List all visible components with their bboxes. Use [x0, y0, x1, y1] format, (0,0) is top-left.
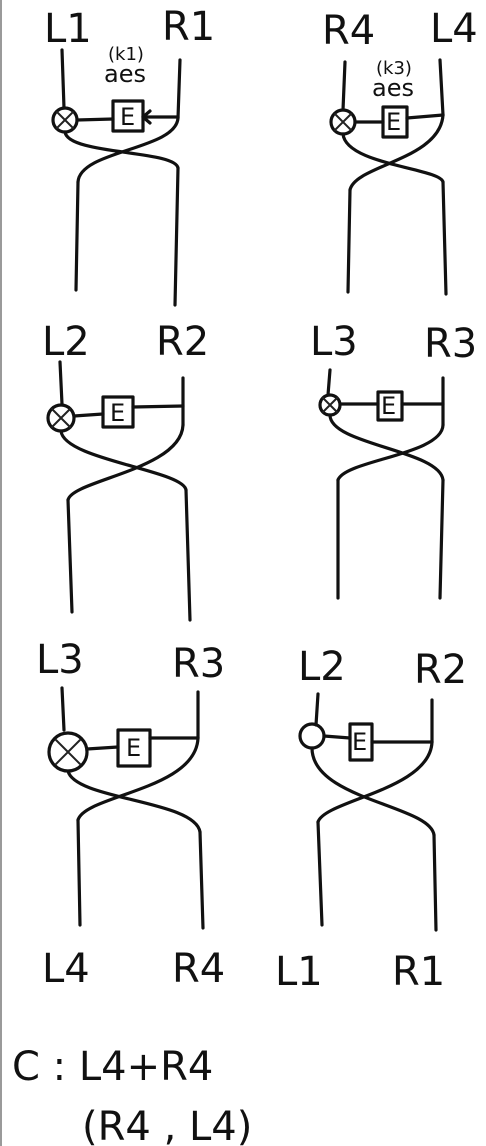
panel-4-left-label: L3 — [310, 319, 358, 365]
panel-2-e-label: E — [386, 108, 401, 136]
panel-2-right-label: L4 — [430, 6, 478, 52]
panel-6: L2 R2 E L1 R1 — [275, 644, 467, 995]
panel-5: L3 R3 E L4 R4 — [36, 637, 225, 992]
panel-5-bottom-right-label: R4 — [172, 946, 225, 992]
panel-1-left-label: L1 — [44, 6, 92, 52]
panel-6-bottom-right-label: R1 — [392, 949, 445, 995]
panel-2-key-label: (k3) — [376, 58, 412, 79]
panel-3-e-label: E — [110, 399, 125, 427]
panel-1-right-wire — [176, 58, 182, 120]
panel-5-right-label: R3 — [172, 641, 225, 687]
panel-5-left-label: L3 — [36, 637, 84, 683]
left-edge-line — [0, 0, 2, 1146]
panel-1-key-label: (k1) — [108, 44, 144, 65]
panel-1-xor-cross — [56, 111, 74, 129]
panel-3-e-box — [101, 395, 135, 429]
ciphertext-pair: (R4 , L4) — [82, 1104, 252, 1146]
panel-6-xor-icon — [298, 722, 326, 750]
panel-5-e-box — [116, 728, 152, 768]
panel-2-func-label: aes — [372, 74, 414, 102]
panel-4-e-box — [376, 390, 404, 422]
panel-2: R4 L4 (k3) aes E — [322, 6, 478, 296]
panel-1-e-label: E — [120, 103, 135, 131]
panel-6-right-label: R2 — [414, 647, 467, 693]
panel-6-bottom-left-label: L1 — [275, 949, 323, 995]
panel-1-arrow — [141, 109, 180, 125]
panel-1-cross-b — [76, 116, 180, 184]
panel-4: L3 R3 E — [310, 319, 477, 600]
panel-4-e-label: E — [381, 392, 396, 420]
panel-6-e-label: E — [352, 728, 367, 756]
panel-5-e-label: E — [126, 734, 141, 762]
panel-2-e-box — [381, 105, 409, 139]
panel-2-left-label: R4 — [322, 8, 375, 54]
ciphertext-note: C : L4+R4 — [12, 1044, 213, 1090]
panel-6-left-label: L2 — [298, 644, 346, 690]
panel-1: L1 R1 (k1) aes E — [44, 4, 215, 307]
panel-3-right-label: R2 — [156, 319, 209, 365]
panel-3-left-label: L2 — [42, 319, 90, 365]
panel-1-func-label: aes — [104, 60, 146, 88]
panel-1-left-wire — [60, 48, 66, 110]
panel-1-right-label: R1 — [162, 4, 215, 50]
panel-4-right-label: R3 — [424, 321, 477, 367]
panel-3: L2 R2 E — [42, 319, 209, 622]
panel-5-bottom-left-label: L4 — [42, 946, 90, 992]
